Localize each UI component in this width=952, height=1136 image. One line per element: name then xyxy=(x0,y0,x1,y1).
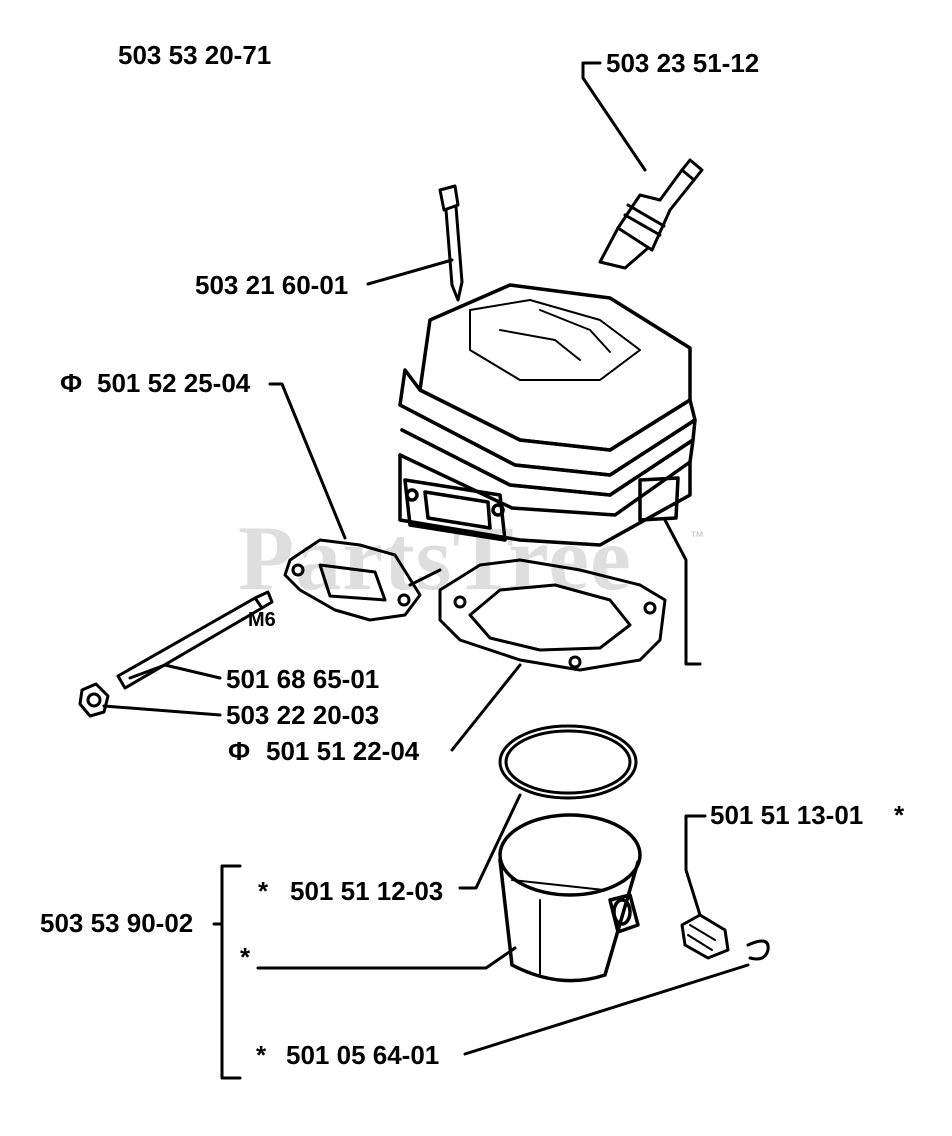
exhaust-gasket xyxy=(283,538,422,622)
stud-label: 501 68 65-01 xyxy=(226,664,380,694)
spark-plug-label: 503 23 51-12 xyxy=(606,48,760,78)
exhaust-gasket-leader xyxy=(268,382,347,540)
nut xyxy=(78,682,110,718)
stud xyxy=(116,590,274,690)
cylinder-gasket-side-leader xyxy=(663,518,702,666)
assembly-number-label: 503 53 20-71 xyxy=(118,40,272,70)
stud-thread-label: M6 xyxy=(248,609,276,631)
bolt-leader xyxy=(366,258,454,286)
circlip-leader xyxy=(463,963,750,1056)
piston xyxy=(498,813,642,983)
nut-leader xyxy=(102,704,222,717)
spark-plug xyxy=(598,158,704,270)
bolt-label: 503 21 60-01 xyxy=(195,270,349,300)
exhaust-gasket-leader-2 xyxy=(408,568,442,587)
cylinder-gasket-symbol: Ф xyxy=(228,736,251,766)
exhaust-gasket-label: 501 52 25-04 xyxy=(97,368,251,398)
watermark-trademark: ™ xyxy=(690,528,704,544)
nut-label: 503 22 20-03 xyxy=(226,700,380,730)
circlip-label: 501 05 64-01 xyxy=(286,1040,440,1070)
assembly-bracket xyxy=(220,864,242,1080)
needle-bearing-label: 501 51 13-01 xyxy=(710,800,864,830)
circlip xyxy=(746,939,770,961)
piston-assembly-label: 503 53 90-02 xyxy=(40,908,194,938)
piston-mark: * xyxy=(240,942,251,972)
piston-ring-leader xyxy=(458,793,522,890)
piston-ring xyxy=(498,724,638,800)
spark-plug-leader xyxy=(581,61,647,172)
circlip-mark: * xyxy=(256,1040,267,1070)
cylinder xyxy=(398,283,697,547)
needle-bearing xyxy=(680,913,730,960)
cylinder-gasket-label: 501 51 22-04 xyxy=(266,736,420,766)
cylinder-gasket-leader xyxy=(450,663,522,752)
bolt xyxy=(438,184,464,302)
exhaust-gasket-symbol: Ф xyxy=(60,368,83,398)
needle-bearing-leader xyxy=(684,814,707,917)
piston-ring-mark: * xyxy=(258,876,269,906)
needle-bearing-mark: * xyxy=(894,800,905,830)
piston-ring-label: 501 51 12-03 xyxy=(290,876,444,906)
piston-leader xyxy=(256,946,517,970)
cylinder-gasket xyxy=(438,558,667,672)
